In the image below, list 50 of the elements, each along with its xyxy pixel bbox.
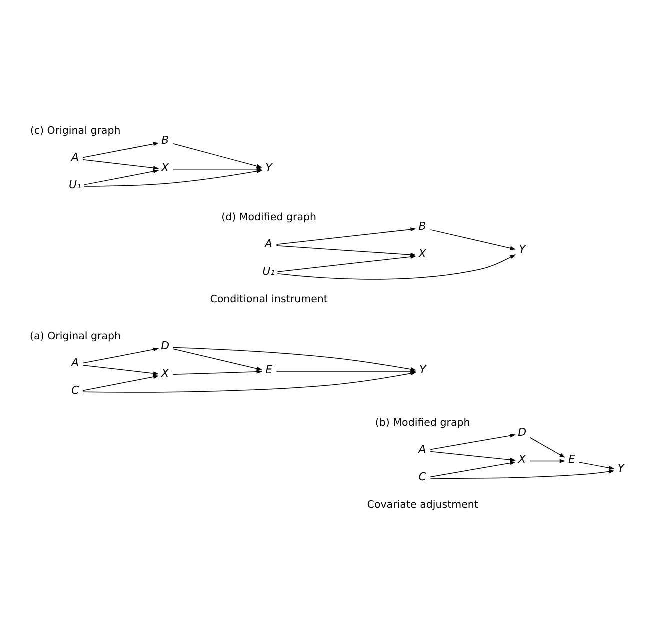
node-text: X <box>418 247 426 260</box>
arrow <box>430 433 516 450</box>
arrow <box>172 348 262 370</box>
arrow <box>82 142 160 158</box>
node-text: E <box>266 362 273 376</box>
arrow <box>82 371 416 392</box>
arrow <box>82 159 160 170</box>
arrow <box>82 374 160 391</box>
node-text: Y <box>519 242 526 256</box>
label: (d) Modified graph <box>222 210 317 223</box>
node-text: A <box>71 356 79 370</box>
node-text: X <box>518 452 526 466</box>
arrow <box>430 469 615 478</box>
arrow <box>277 254 416 272</box>
node-text: C <box>71 383 80 396</box>
arrow <box>82 364 160 376</box>
label: (b) Modified graph <box>375 416 470 428</box>
label: Covariate adjustment <box>367 498 478 511</box>
label: (a) Original graph <box>30 330 122 342</box>
arrow <box>579 462 615 470</box>
arrow <box>430 229 516 250</box>
node-text: U₁ <box>262 264 275 278</box>
node-text: U₁ <box>69 178 82 191</box>
node-text: B <box>162 133 170 146</box>
arrow <box>530 436 566 458</box>
node-text: B <box>418 220 426 233</box>
label: Conditional instrument <box>210 293 328 306</box>
node-text: Y <box>419 362 426 376</box>
arrow <box>277 254 516 280</box>
node-text: C <box>418 470 426 483</box>
node-text: X <box>162 366 170 380</box>
arrow <box>172 369 262 375</box>
node-text: Y <box>266 160 272 174</box>
node-text: D <box>161 338 170 352</box>
node-text: Y <box>618 462 624 475</box>
arrow <box>276 227 416 245</box>
arrow <box>82 347 160 364</box>
arrow <box>172 166 262 171</box>
arrow <box>530 458 566 463</box>
arrow <box>430 450 516 462</box>
arrow <box>84 169 160 185</box>
node-text: E <box>568 452 576 466</box>
label: (c) Original graph <box>30 124 121 137</box>
node-text: A <box>71 150 79 164</box>
arrow <box>172 143 262 168</box>
arrow <box>430 460 516 477</box>
node-text: A <box>418 442 426 456</box>
node-text: X <box>162 160 170 174</box>
node-text: A <box>264 236 272 250</box>
node-text: D <box>518 425 527 438</box>
